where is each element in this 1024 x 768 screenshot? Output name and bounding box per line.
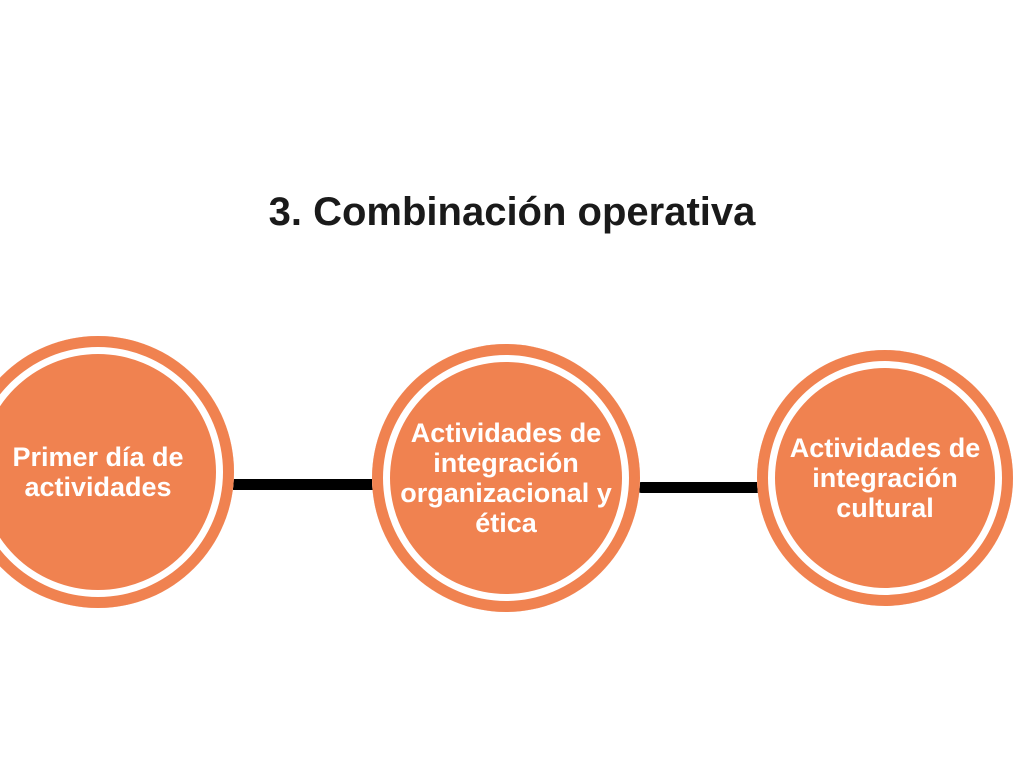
node-circle-integracion-organizacional: Actividades de integración organizaciona…	[372, 344, 640, 612]
slide-title: 3. Combinación operativa	[268, 190, 756, 234]
connector-line-1	[228, 479, 388, 490]
node-circle-primer-dia: Primer día de actividades	[0, 336, 234, 608]
node-label: Actividades de integración cultural	[789, 432, 981, 524]
node-label: Primer día de actividades	[12, 441, 184, 502]
node-label: Actividades de integración organizaciona…	[400, 417, 612, 539]
node-circle-integracion-cultural: Actividades de integración cultural	[757, 350, 1013, 606]
connector-line-2	[636, 482, 776, 493]
